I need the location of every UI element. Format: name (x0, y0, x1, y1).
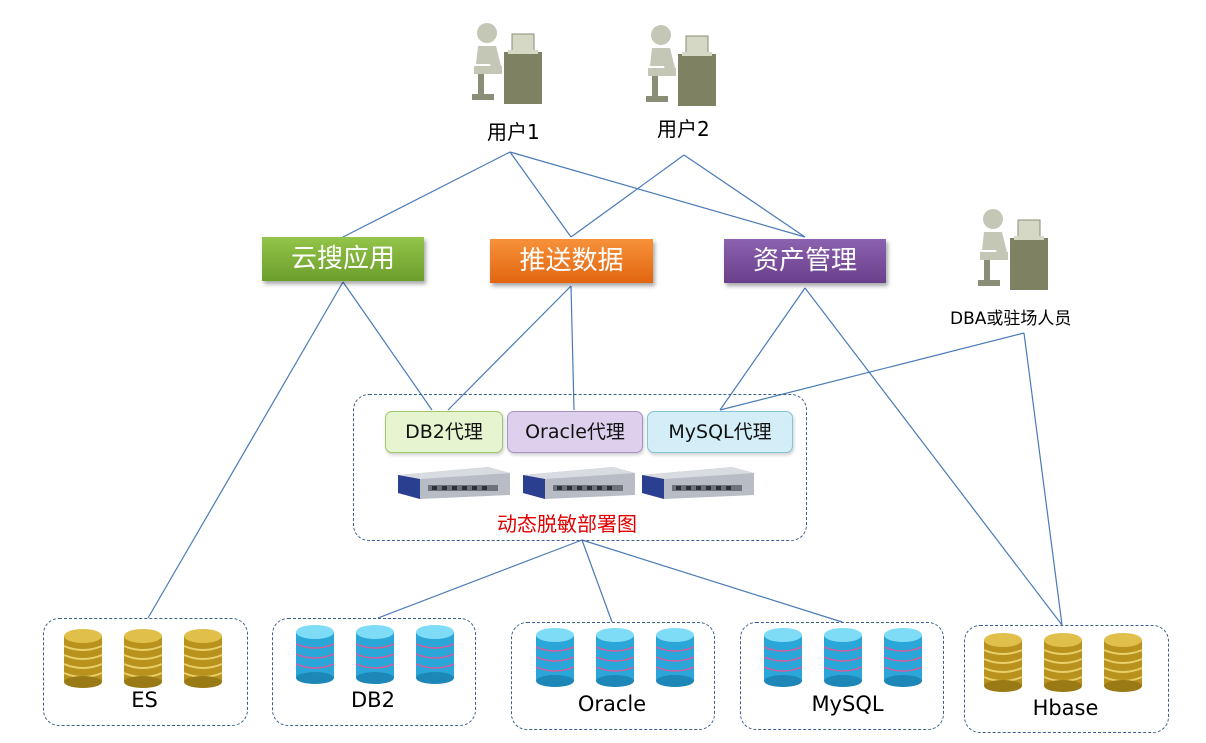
cluster-title: 动态脱敏部署图 (497, 512, 637, 536)
dba-icon (976, 208, 1050, 296)
oracle-proxy: Oracle代理 (507, 411, 643, 453)
line-asset-mysqlproxy (719, 287, 806, 411)
oracle-database-icon (535, 627, 696, 693)
line-cluster-oracle (581, 539, 613, 623)
db2-label: DB2 (351, 688, 395, 712)
app-asset-box: 资产管理 (724, 239, 886, 283)
hbase-database-icon (983, 632, 1144, 698)
line-push-db2proxy (447, 285, 572, 411)
server-appliance-2 (523, 465, 635, 503)
line-user2-asset (683, 154, 806, 238)
line-user1-search (342, 151, 511, 238)
line-cluster-db2 (377, 539, 583, 619)
line-asset-hbase (804, 287, 1063, 626)
user2-icon (644, 24, 718, 112)
app-push-box: 推送数据 (490, 239, 653, 283)
oracle-label: Oracle (577, 692, 647, 716)
mysql-group (740, 622, 944, 730)
app-search-box: 云搜应用 (262, 237, 424, 281)
line-search-es (147, 281, 344, 619)
db-cylinder (63, 629, 103, 688)
server-appliance-1 (398, 465, 510, 503)
line-dba-mysqlproxy (719, 332, 1025, 411)
line-push-oracleproxy (570, 285, 575, 411)
line-cluster-mysql (581, 539, 843, 623)
db2-group (272, 618, 476, 726)
masking-cluster (353, 394, 807, 541)
dba-label: DBA或驻场人员 (950, 309, 1072, 329)
hbase-group (964, 625, 1169, 733)
user2-label: 用户2 (657, 117, 710, 141)
db2-database-icon (295, 624, 456, 690)
line-dba-hbase (1023, 332, 1063, 626)
db2-proxy: DB2代理 (385, 411, 503, 453)
user1-icon (470, 22, 544, 110)
oracle-group (511, 622, 715, 730)
line-user1-push (509, 151, 572, 238)
mysql-label: MySQL (811, 692, 884, 716)
user1-label: 用户1 (487, 120, 540, 144)
line-search-db2proxy (342, 281, 433, 411)
hbase-label: Hbase (1032, 696, 1099, 720)
es-label: ES (131, 688, 158, 712)
server-appliance-3 (642, 465, 754, 503)
es-database-icon (63, 628, 224, 694)
mysql-proxy: MySQL代理 (647, 411, 793, 453)
mysql-database-icon (763, 627, 924, 693)
line-user1-asset (509, 151, 806, 238)
es-group (43, 618, 248, 726)
line-user2-push (570, 154, 685, 238)
